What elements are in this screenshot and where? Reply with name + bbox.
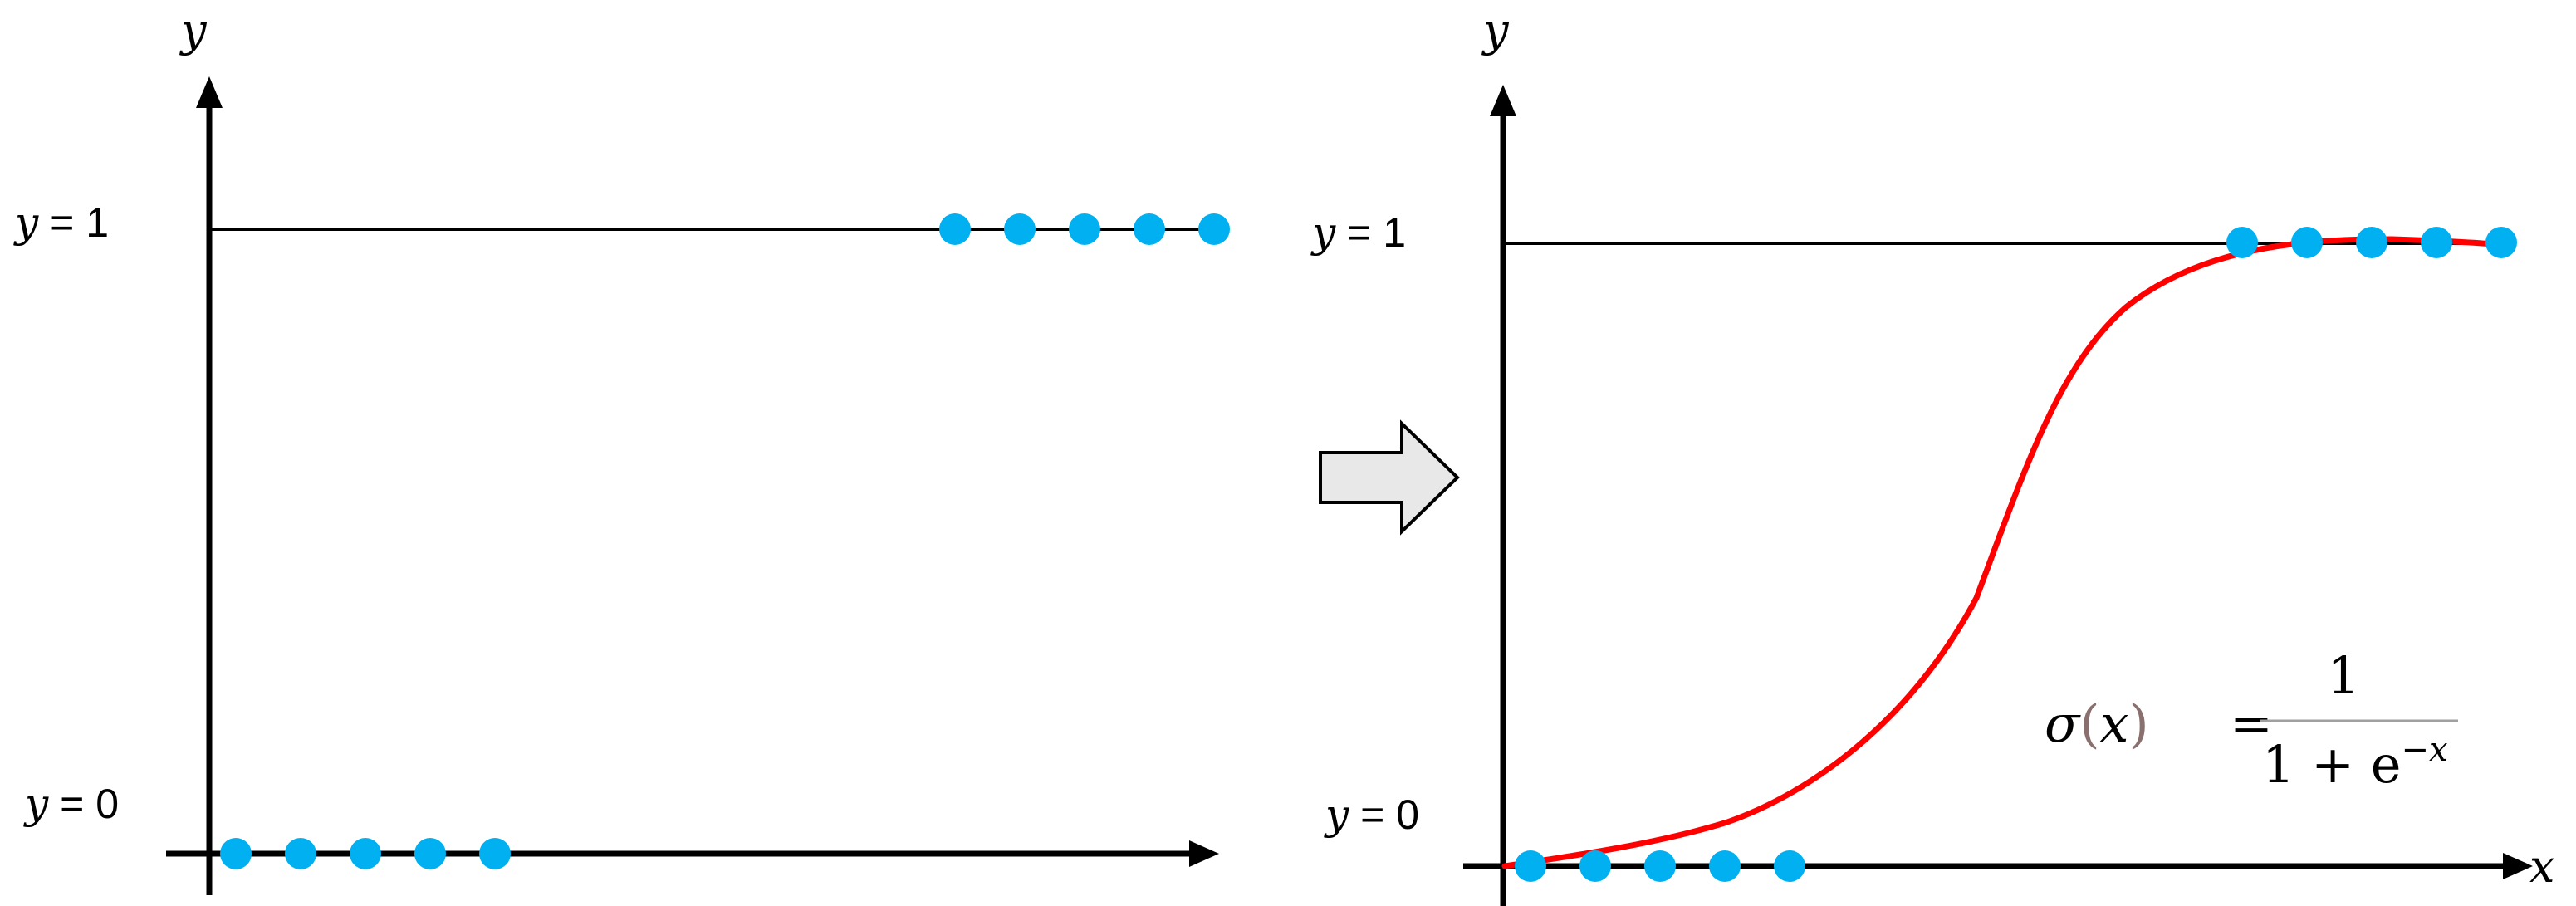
left-y1-label-rest: = 1 bbox=[38, 199, 109, 246]
left-y-axis-arrowhead bbox=[196, 76, 223, 108]
right-y1-label-var: y bbox=[1310, 208, 1336, 257]
left-y0-label: y = 0 bbox=[23, 780, 119, 828]
left-y0-label-var: y bbox=[23, 780, 49, 828]
data-point-y1 bbox=[2421, 227, 2452, 258]
data-point-y0 bbox=[350, 838, 381, 869]
data-point-y0 bbox=[1579, 850, 1611, 882]
data-point-y1 bbox=[1069, 213, 1100, 245]
formula-close-paren: ) bbox=[2129, 693, 2149, 754]
data-point-y1 bbox=[2291, 227, 2323, 258]
formula-equals: = bbox=[2230, 693, 2273, 754]
right-x-axis-label: x bbox=[2529, 840, 2554, 893]
right-y-axis-label: y bbox=[1481, 4, 1510, 56]
data-point-y0 bbox=[479, 838, 511, 869]
formula-denominator: 1 + e−x bbox=[2262, 731, 2448, 795]
left-y0-label-rest: = 0 bbox=[48, 781, 119, 827]
right-plot: y x y = 1 y = 0 σ(x) = 1 1 + e−x bbox=[1310, 4, 2554, 906]
right-y1-label: y = 1 bbox=[1310, 208, 1406, 257]
data-point-y1 bbox=[2485, 227, 2517, 258]
left-y1-label: y = 1 bbox=[13, 198, 109, 247]
formula-var: x bbox=[2100, 693, 2129, 754]
data-point-y0 bbox=[1515, 850, 1546, 882]
right-points-y1 bbox=[2226, 227, 2517, 258]
right-y-axis-arrowhead bbox=[1490, 85, 1516, 116]
right-y0-label-var: y bbox=[1324, 791, 1349, 839]
formula-numerator: 1 bbox=[2327, 645, 2359, 706]
left-y1-label-var: y bbox=[13, 198, 39, 247]
formula-open-paren: ( bbox=[2079, 693, 2099, 754]
formula-lhs: σ(x) bbox=[2045, 693, 2149, 754]
data-point-y0 bbox=[1709, 850, 1741, 882]
data-point-y0 bbox=[285, 838, 316, 869]
data-point-y1 bbox=[1198, 213, 1230, 245]
right-x-axis-arrowhead bbox=[2503, 853, 2533, 879]
data-point-y1 bbox=[2356, 227, 2387, 258]
right-arrow-icon bbox=[1319, 419, 1460, 536]
left-points-y0 bbox=[220, 838, 511, 869]
left-y-axis-label: y bbox=[179, 4, 208, 56]
sigmoid-formula: σ(x) = 1 1 + e−x bbox=[2045, 645, 2458, 795]
left-plot: y y = 1 y = 0 bbox=[13, 4, 1230, 895]
data-point-y0 bbox=[1774, 850, 1805, 882]
data-point-y1 bbox=[1134, 213, 1165, 245]
formula-denominator-base: 1 + e bbox=[2262, 734, 2402, 795]
right-y1-label-rest: = 1 bbox=[1335, 209, 1406, 256]
data-point-y1 bbox=[939, 213, 971, 245]
right-y0-label-rest: = 0 bbox=[1349, 791, 1419, 838]
data-point-y0 bbox=[220, 838, 252, 869]
formula-sigma: σ bbox=[2045, 693, 2081, 754]
data-point-y0 bbox=[414, 838, 446, 869]
right-y0-label: y = 0 bbox=[1324, 791, 1419, 839]
data-point-y0 bbox=[1644, 850, 1676, 882]
data-point-y1 bbox=[2226, 227, 2258, 258]
left-x-axis-arrowhead bbox=[1189, 840, 1219, 867]
formula-denominator-exp: −x bbox=[2402, 731, 2448, 769]
left-points-y1 bbox=[939, 213, 1230, 245]
data-point-y1 bbox=[1004, 213, 1036, 245]
right-points-y0 bbox=[1515, 850, 1805, 882]
